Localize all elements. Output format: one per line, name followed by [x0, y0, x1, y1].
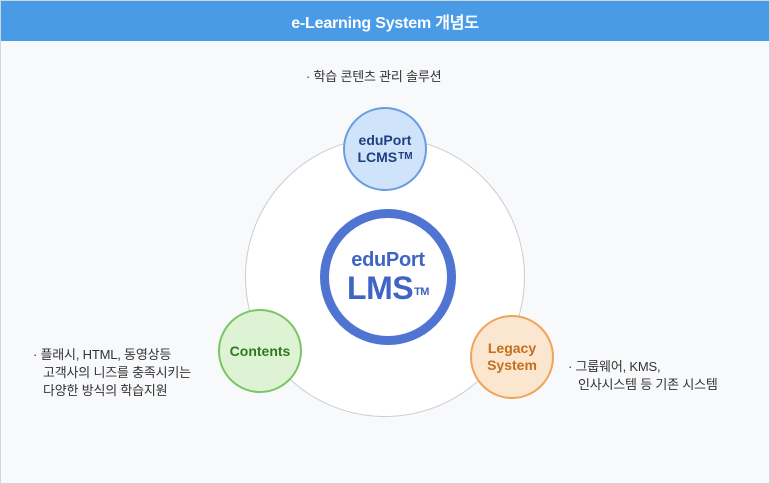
legacy-node-line1: Legacy [487, 340, 537, 356]
lcms-trademark: TM [398, 151, 413, 162]
lms-core-circle: eduPort LMSTM [320, 209, 456, 345]
lcms-node-label: LCMS [357, 149, 398, 165]
legacy-note: · 그룹웨어, KMS, 인사시스템 등 기존 시스템 [568, 358, 718, 394]
lcms-node-name: LCMSTM [357, 149, 412, 166]
legacy-note-line-2: 인사시스템 등 기존 시스템 [578, 377, 718, 392]
diagram-title: e-Learning System 개념도 [1, 1, 769, 41]
lcms-node-brand: eduPort [358, 132, 412, 148]
lms-core-name: LMSTM [347, 271, 429, 305]
contents-node-label: Contents [229, 342, 291, 359]
legacy-node-line2: System [487, 357, 537, 373]
lcms-node: eduPort LCMSTM [343, 107, 427, 191]
lcms-note: · 학습 콘텐츠 관리 솔루션 [306, 69, 442, 84]
contents-note-line-3: 다양한 방식의 학습지원 [43, 383, 168, 398]
legacy-note-line-1: · 그룹웨어, KMS, [568, 359, 661, 374]
contents-note-line-1: · 플래시, HTML, 동영상등 [33, 347, 172, 362]
contents-node: Contents [218, 309, 302, 393]
lms-core-brand: eduPort [351, 249, 425, 271]
contents-note-line-2: 고객사의 니즈를 충족시키는 [43, 365, 191, 380]
lms-core-label: LMS [347, 270, 414, 306]
legacy-system-node: Legacy System [470, 315, 554, 399]
lms-trademark: TM [414, 286, 429, 298]
contents-note: · 플래시, HTML, 동영상등 고객사의 니즈를 충족시키는 다양한 방식의… [33, 346, 191, 400]
